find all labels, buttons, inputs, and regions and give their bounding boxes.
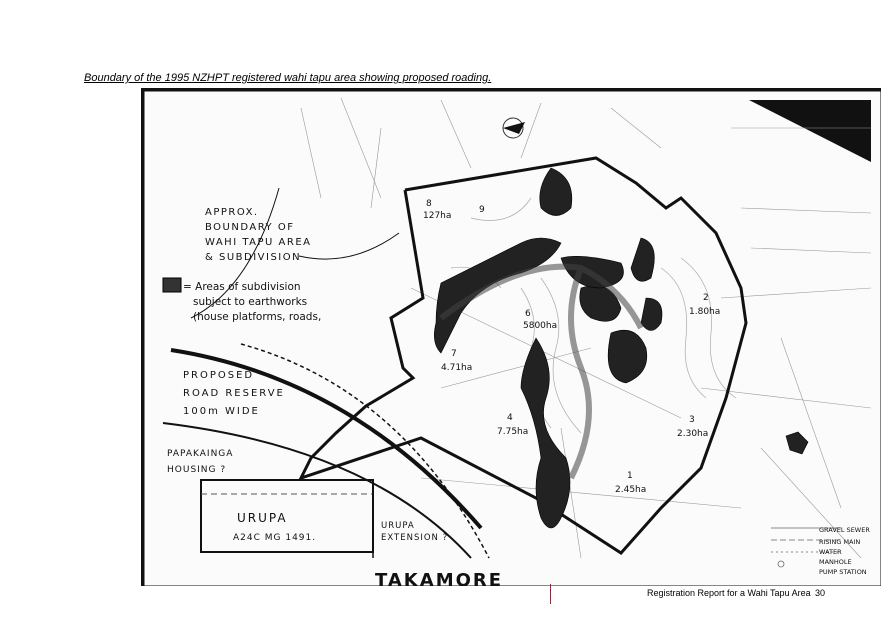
svg-text:4.71ha: 4.71ha (441, 363, 472, 373)
svg-text:HOUSING ?: HOUSING ? (167, 465, 226, 475)
svg-text:1: 1 (627, 471, 633, 481)
svg-text:5800ha: 5800ha (523, 321, 557, 331)
svg-text:WAHI TAPU AREA: WAHI TAPU AREA (205, 237, 311, 248)
svg-text:URUPA: URUPA (381, 521, 415, 531)
svg-text:100m WIDE: 100m WIDE (183, 406, 260, 417)
wahi-tapu-boundary (298, 156, 748, 555)
internal-roads (439, 263, 644, 480)
svg-text:APPROX.: APPROX. (205, 207, 259, 218)
road-reserve-note: PROPOSED ROAD RESERVE 100m WIDE (183, 370, 285, 417)
papakainga-note: PAPAKAINGA HOUSING ? (167, 449, 233, 475)
svg-text:MANHOLE: MANHOLE (819, 558, 852, 566)
svg-text:BOUNDARY OF: BOUNDARY OF (205, 222, 294, 233)
svg-text:WATER: WATER (819, 548, 842, 556)
urupa-reference: A24C MG 1491. (233, 533, 316, 543)
footer-title: Registration Report for a Wahi Tapu Area (647, 588, 811, 598)
svg-text:8: 8 (426, 199, 432, 209)
site-plan-map: APPROX. BOUNDARY OF WAHI TAPU AREA & SUB… (141, 88, 881, 586)
right-legend-lines (771, 527, 841, 568)
svg-text:PUMP STATION: PUMP STATION (819, 568, 867, 576)
figure-caption: Boundary of the 1995 NZHPT registered wa… (84, 72, 492, 84)
right-legend: GRAVEL SEWER RISING MAIN WATER MANHOLE P… (819, 526, 870, 576)
svg-text:9: 9 (479, 205, 485, 215)
svg-text:4: 4 (507, 413, 513, 423)
svg-text:2.30ha: 2.30ha (677, 429, 708, 439)
svg-text:subject to earthworks: subject to earthworks (193, 296, 307, 308)
svg-text:1.80ha: 1.80ha (689, 307, 720, 317)
svg-text:6: 6 (525, 309, 531, 319)
earthworks-legend-swatch (162, 277, 182, 293)
footer-divider (550, 584, 551, 604)
svg-text:7: 7 (451, 349, 457, 359)
road-reserve (162, 187, 490, 559)
svg-text:2.45ha: 2.45ha (615, 485, 646, 495)
page-footer: Registration Report for a Wahi Tapu Area… (0, 584, 893, 614)
svg-text:RISING MAIN: RISING MAIN (819, 538, 860, 546)
corner-mark (749, 100, 871, 162)
svg-text:(house platforms, roads,: (house platforms, roads, (193, 311, 321, 323)
boundary-note-pointer (298, 232, 400, 260)
svg-text:127ha: 127ha (423, 211, 451, 221)
earthworks-areas (434, 167, 809, 529)
boundary-note: APPROX. BOUNDARY OF WAHI TAPU AREA & SUB… (205, 207, 311, 263)
svg-text:& SUBDIVISION: & SUBDIVISION (205, 252, 301, 263)
svg-text:PROPOSED: PROPOSED (183, 370, 254, 381)
svg-text:7.75ha: 7.75ha (497, 427, 528, 437)
urupa-label: URUPA (237, 511, 288, 525)
page-number: 30 (815, 588, 826, 598)
svg-text:PAPAKAINGA: PAPAKAINGA (167, 449, 233, 459)
svg-text:3: 3 (689, 415, 695, 425)
svg-text:ROAD RESERVE: ROAD RESERVE (183, 388, 285, 399)
svg-text:EXTENSION ?: EXTENSION ? (381, 533, 448, 543)
svg-text:= Areas of subdivision: = Areas of subdivision (183, 281, 301, 293)
urupa-extension-note: URUPA EXTENSION ? (381, 521, 448, 543)
svg-text:GRAVEL SEWER: GRAVEL SEWER (819, 526, 870, 534)
lot-labels: 8 127ha 9 6 5800ha 7 4.71ha 2 1.80ha 4 7… (423, 199, 720, 495)
takamore-label: TAKAMORE (375, 570, 503, 586)
svg-text:2: 2 (703, 293, 709, 303)
north-arrow-icon (502, 117, 525, 139)
earthworks-note: = Areas of subdivision subject to earthw… (183, 281, 321, 323)
